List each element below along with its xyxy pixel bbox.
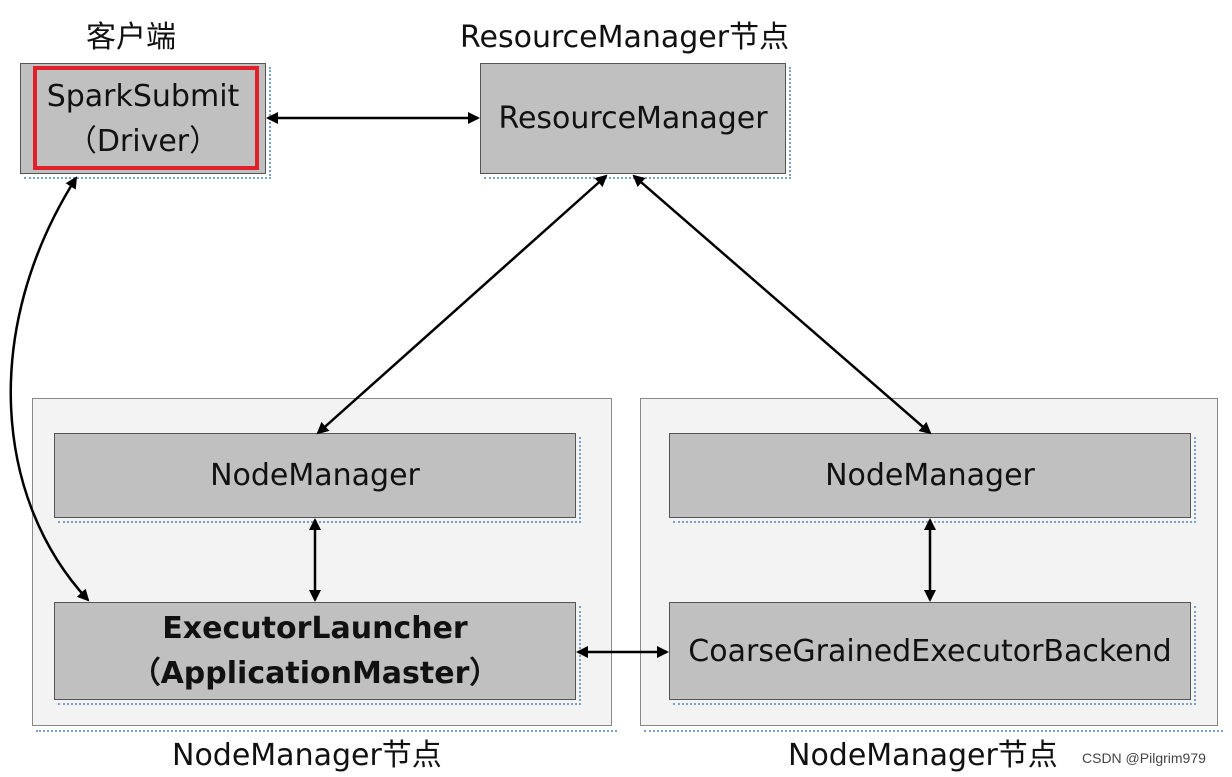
application-master-label: （ApplicationMaster） [130, 656, 500, 691]
resource-manager-label: ResourceManager [498, 101, 768, 136]
executor-launcher-box: ExecutorLauncher （ApplicationMaster） [54, 602, 581, 705]
resource-manager-box: ResourceManager [480, 63, 791, 179]
resource-manager-node-caption: ResourceManager节点 [460, 20, 790, 55]
node-manager-left-label: NodeManager [210, 458, 420, 493]
node-manager-right-label: NodeManager [825, 458, 1035, 493]
spark-submit-box: SparkSubmit （Driver） [20, 63, 271, 179]
arrow-resourcemanager-nodemanager-right [632, 174, 932, 435]
node-manager-box-left: NodeManager [54, 433, 581, 523]
spark-submit-label: SparkSubmit [46, 78, 240, 114]
coarse-grained-executor-backend-label: CoarseGrainedExecutorBackend [688, 633, 1172, 669]
executor-launcher-label: ExecutorLauncher [162, 611, 468, 646]
driver-label: （Driver） [66, 123, 220, 159]
arrow-submit-executorlauncher [9, 176, 90, 602]
coarse-grained-executor-backend-box: CoarseGrainedExecutorBackend [669, 602, 1196, 705]
client-caption: 客户端 [86, 20, 176, 55]
spark-submit-highlight [33, 66, 259, 170]
watermark: CSDN @Pilgrim979 [1082, 750, 1206, 766]
arrow-resourcemanager-nodemanager-left [316, 174, 608, 435]
node-manager-node-caption-left: NodeManager节点 [172, 738, 442, 773]
node-manager-node-caption-right: NodeManager节点 [788, 738, 1058, 773]
